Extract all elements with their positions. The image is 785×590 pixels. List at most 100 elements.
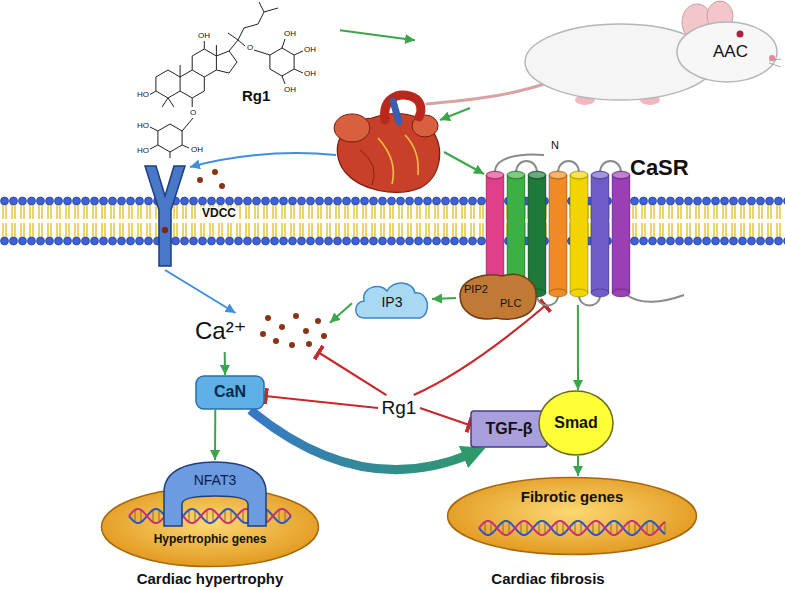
atom-label: HO xyxy=(137,90,149,99)
compound-structure: Rg1 xyxy=(125,0,340,168)
arrow xyxy=(190,153,336,167)
mouse-whiskers xyxy=(769,59,781,67)
helix-end xyxy=(570,289,588,297)
enzyme-shape xyxy=(460,274,536,319)
helix-top xyxy=(612,171,630,179)
nucleus: Hypertrophic genes xyxy=(100,486,320,568)
helix-top xyxy=(507,171,525,179)
atom-label: O xyxy=(190,108,196,117)
helix-end xyxy=(549,289,567,297)
node-text: CaSR xyxy=(630,155,689,180)
n-terminus xyxy=(495,155,544,172)
helix-top xyxy=(549,171,567,179)
helix-top xyxy=(570,171,588,179)
dna-strand xyxy=(479,521,665,535)
dna-strand xyxy=(129,509,291,523)
node-outline xyxy=(160,460,270,528)
helix-top xyxy=(486,171,504,179)
nucleus-shape xyxy=(102,488,319,567)
node-text: Rg1 xyxy=(382,397,417,419)
transmembrane-helix xyxy=(549,175,567,293)
ion-label: Ca²⁺ xyxy=(195,313,330,352)
atom-label: HO xyxy=(137,146,149,155)
transmembrane-helix xyxy=(528,175,546,293)
atom-label: OH xyxy=(304,45,316,54)
terminus-label: N xyxy=(551,139,559,152)
dna-strand xyxy=(129,509,291,523)
calcium-channel: VDCC xyxy=(140,158,250,270)
helix-shine xyxy=(571,172,587,178)
atom-label: OH xyxy=(284,29,296,38)
arrow xyxy=(444,152,484,174)
connector xyxy=(165,270,236,313)
cloud-shape xyxy=(356,283,428,318)
connector xyxy=(577,305,579,390)
inhibition-line xyxy=(265,396,378,408)
node-text: Fibrotic genes xyxy=(521,488,624,505)
enzyme-complex: PIP2PLC xyxy=(456,266,540,324)
transmembrane-helix xyxy=(570,175,588,293)
connector xyxy=(250,410,470,470)
molecule-bonds xyxy=(150,2,303,158)
mouse-model: AAC xyxy=(415,0,785,112)
mouse-head xyxy=(677,22,777,82)
node-text: Ca²⁺ xyxy=(195,317,246,345)
drug-label: Rg1 xyxy=(378,395,420,421)
dna-rungs xyxy=(479,522,665,534)
arrow xyxy=(440,108,470,120)
node-text: VDCC xyxy=(200,207,238,221)
node-text: Rg1 xyxy=(242,87,270,104)
atom-label: OH xyxy=(191,145,203,154)
node-text: PLC xyxy=(500,297,521,310)
helix-shine xyxy=(592,172,608,178)
nucleus: Fibrotic genes xyxy=(446,476,698,556)
mouse-tail xyxy=(427,82,550,104)
ion-dot xyxy=(162,227,168,233)
node-text: IP3 xyxy=(381,294,402,310)
transmembrane-helix xyxy=(612,175,630,293)
dna-strand xyxy=(479,521,665,535)
dna-rungs xyxy=(129,510,291,522)
connector xyxy=(577,456,579,476)
mouse-eye xyxy=(737,31,744,38)
connector xyxy=(330,303,352,323)
second-messenger: IP3 xyxy=(352,278,432,320)
inhibition-line xyxy=(318,352,387,395)
helix-top xyxy=(591,171,609,179)
transmembrane-helix xyxy=(591,175,609,293)
helix-top xyxy=(528,171,546,179)
node-text: Hypertrophic genes xyxy=(154,533,267,547)
transcription-factor: NFAT3 xyxy=(160,460,270,528)
box-shape xyxy=(471,411,547,447)
helix-shine xyxy=(487,172,503,178)
box-shape xyxy=(196,376,264,409)
caption: Cardiac hypertrophy xyxy=(137,570,284,587)
atom-label: OH xyxy=(284,85,296,94)
node-text: CaN xyxy=(214,383,246,401)
helix-end xyxy=(612,289,630,297)
c-terminus xyxy=(627,295,684,302)
nucleus-shape xyxy=(448,478,697,555)
atom-label: O xyxy=(247,43,253,52)
node-text: TGF-β xyxy=(485,420,532,438)
node-outline xyxy=(100,486,320,568)
connector xyxy=(214,410,216,460)
helix-shine xyxy=(613,172,629,178)
atom-label: HO xyxy=(137,121,149,130)
process-box: CaN xyxy=(195,375,265,410)
node-text: Smad xyxy=(554,414,598,432)
channel-symbol xyxy=(145,166,185,266)
helix-end xyxy=(591,289,609,297)
process-box: TGF-β xyxy=(470,410,548,448)
node-text: NFAT3 xyxy=(194,472,237,488)
inhibition-line xyxy=(420,408,470,425)
helix-shine xyxy=(508,172,524,178)
connector xyxy=(340,30,415,40)
atom-label: OH xyxy=(198,31,210,40)
node-text: AAC xyxy=(713,42,748,62)
ellipse-shape xyxy=(539,391,613,455)
process-ellipse: Smad xyxy=(538,390,614,456)
heart-illustration xyxy=(334,95,440,192)
connector xyxy=(432,298,456,299)
